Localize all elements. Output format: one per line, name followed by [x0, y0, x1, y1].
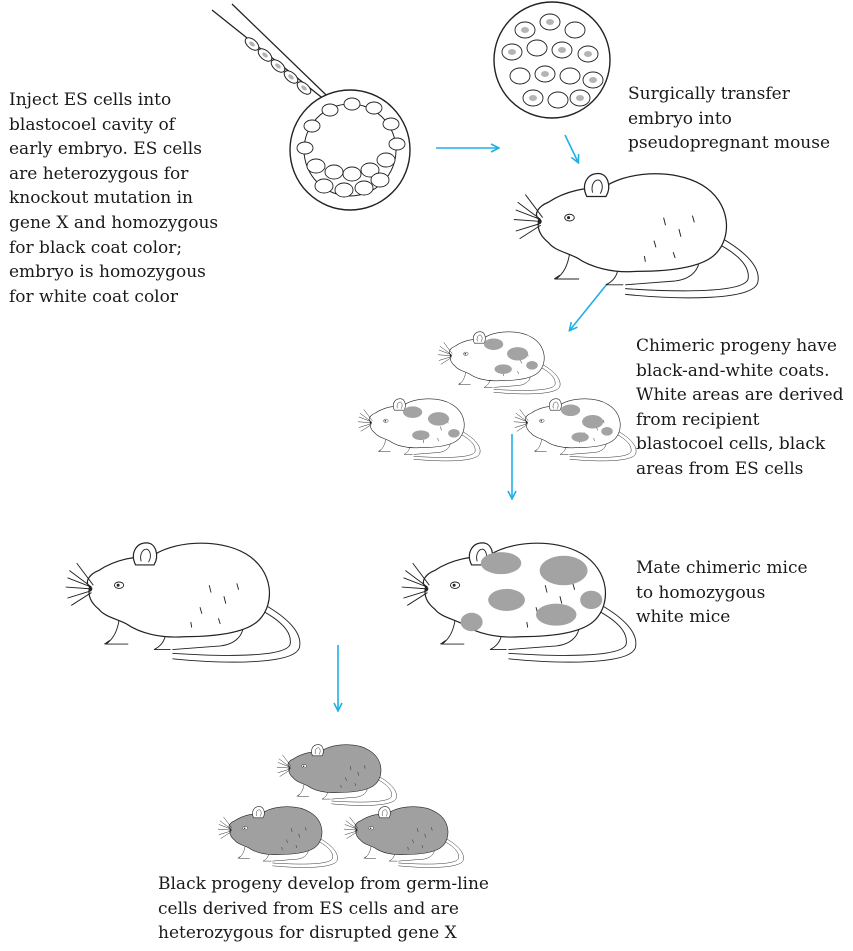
chimeric-mouse	[358, 399, 480, 461]
arrow-embryo-to-mouse	[565, 135, 578, 162]
step-chimeric-caption: Chimeric progeny have black-and-white co…	[636, 334, 844, 482]
step-inject-caption: Inject ES cells into blastocoel cavity o…	[9, 88, 218, 309]
black-progeny-mouse	[344, 807, 464, 868]
black-progeny-mouse	[218, 807, 338, 868]
early-embryo-blastocyst	[290, 90, 410, 210]
chimeric-mate-mouse	[402, 543, 636, 662]
chimeric-mouse	[438, 332, 560, 394]
pseudopregnant-mouse	[514, 173, 758, 297]
injected-embryo	[494, 2, 610, 118]
chimeric-mouse	[514, 399, 636, 461]
step-black-progeny-caption: Black progeny develop from germ-line cel…	[158, 872, 489, 946]
arrow-mouse-to-chimeras	[570, 284, 607, 330]
black-progeny-mouse	[277, 745, 397, 806]
step-mate-caption: Mate chimeric mice to homozygous white m…	[636, 556, 808, 630]
homozygous-white-mouse	[66, 543, 300, 662]
step-transfer-caption: Surgically transfer embryo into pseudopr…	[628, 82, 830, 156]
